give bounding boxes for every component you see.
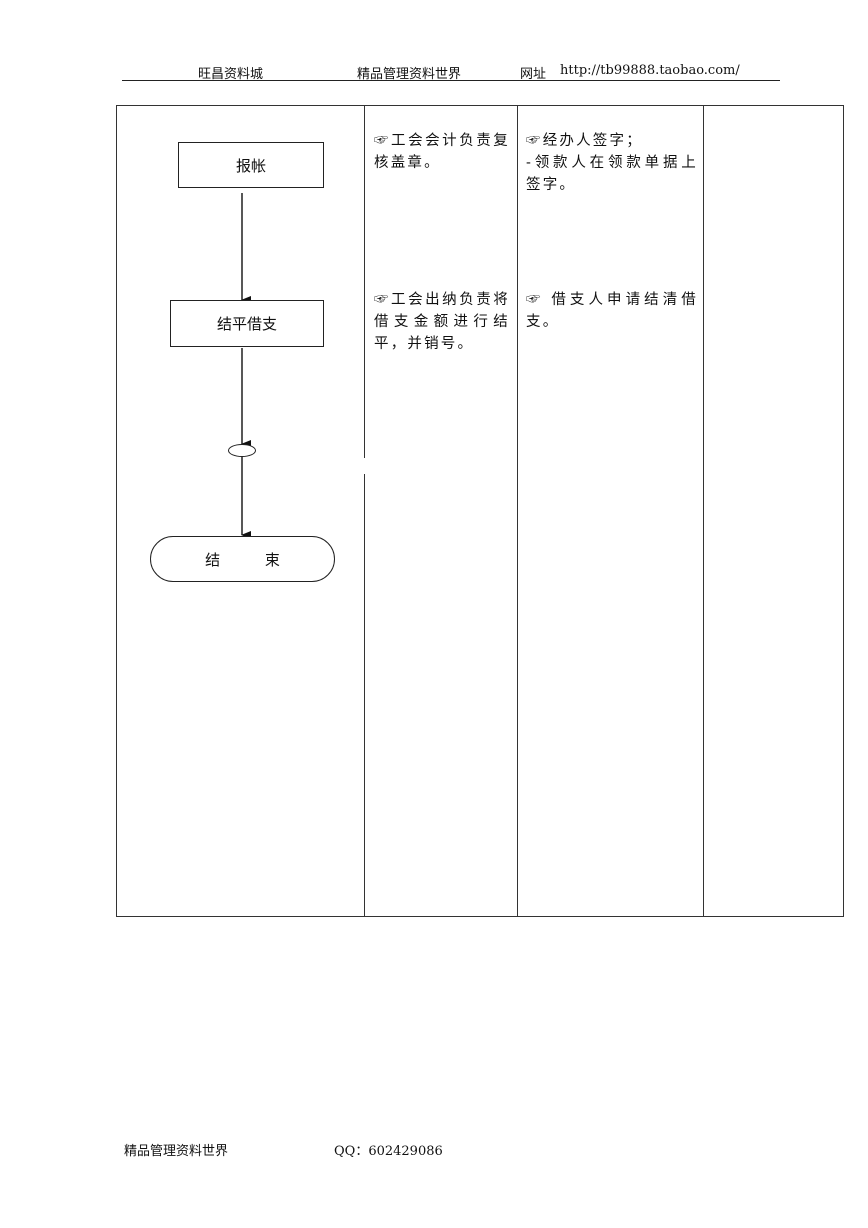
column-divider-1 <box>364 105 365 917</box>
flowchart-connectors <box>241 193 251 539</box>
footer-world-name: 精品管理资料世界 <box>124 1144 229 1159</box>
divider-gap <box>363 458 367 474</box>
footer-qq: QQ：602429086 <box>334 1144 443 1159</box>
header-url-link[interactable]: http://tb99888.taobao.com/ <box>560 63 740 78</box>
header-world-name: 精品管理资料世界 <box>357 67 462 82</box>
note-borrower-request: ☞ 借支人申请结清借支。 <box>526 292 698 330</box>
note-signatures: ☞经办人签字； -领款人在领款单据上签字。 <box>526 130 698 196</box>
note-handler-sign: ☞经办人签字； <box>526 133 643 149</box>
header-url-label: 网址 <box>520 67 547 82</box>
flow-step-reimburse-label: 报帐 <box>235 156 266 175</box>
flow-connector-oval <box>228 444 256 457</box>
note-accountant-review: ☞工会会计负责复核盖章。 <box>374 133 510 171</box>
note-recipient-sign: -领款人在领款单据上签字。 <box>526 155 698 193</box>
flow-terminal-end: 结 束 <box>150 536 335 582</box>
header-shop-name: 旺昌资料城 <box>198 67 264 82</box>
flow-step-settle-label: 结平借支 <box>216 315 277 333</box>
note-cashier-settle: ☞工会出纳负责将借支金额进行结平，并销号。 <box>374 292 510 352</box>
flow-step-reimburse: 报帐 <box>178 142 324 188</box>
flow-terminal-end-label: 结 束 <box>205 550 300 569</box>
column-divider-3 <box>703 105 704 917</box>
flow-step-settle-advance: 结平借支 <box>170 300 324 347</box>
column-divider-2 <box>517 105 518 917</box>
header-rule <box>122 80 780 81</box>
flow-table <box>116 105 844 917</box>
